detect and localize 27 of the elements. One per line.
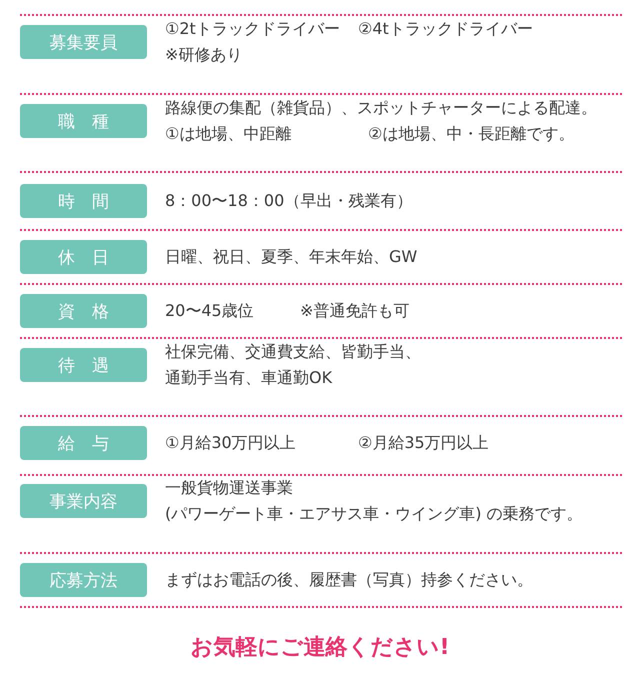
detail-text: 8：00〜18：00（早出・残業有）: [165, 191, 412, 211]
detail-text: 日曜、祝日、夏季、年末年始、GW: [165, 247, 418, 267]
detail-text: ①は地場、中距離: [165, 124, 292, 144]
detail-text: ①2tトラックドライバー: [165, 19, 340, 39]
category-label: 待遇: [20, 348, 147, 382]
category-label: 休日: [20, 240, 147, 274]
detail-text: ※研修あり: [165, 45, 242, 65]
category-label: 給与: [20, 426, 147, 460]
detail-text: 路線便の集配（雑貨品）、スポットチャーターによる配達。: [165, 98, 597, 118]
detail-text: ②4tトラックドライバー: [358, 19, 533, 39]
category-label: 時間: [20, 184, 147, 218]
detail-text: 社保完備、交通費支給、皆勤手当、: [165, 342, 421, 362]
category-label: 職種: [20, 104, 147, 138]
detail-text: 20〜45歳位: [165, 301, 254, 321]
detail-text: 一般貨物運送事業: [165, 478, 293, 498]
detail-text: ※普通免許も可: [300, 301, 410, 321]
detail-text: まずはお電話の後、履歴書（写真）持参ください。: [165, 570, 533, 590]
call-to-action-text: お気軽にご連絡ください!: [190, 634, 450, 662]
category-label: 事業内容: [20, 484, 147, 518]
category-label: 募集要員: [20, 25, 147, 59]
detail-text: (パワーゲート車・エアサス車・ウイング車) の乗務です。: [165, 504, 583, 524]
category-label: 資格: [20, 294, 147, 328]
detail-text: 通勤手当有、車通勤OK: [165, 368, 332, 388]
detail-text: ②月給35万円以上: [358, 433, 489, 453]
category-label: 応募方法: [20, 563, 147, 597]
detail-text: ①月給30万円以上: [165, 433, 296, 453]
detail-text: ②は地場、中・長距離です。: [368, 124, 574, 144]
